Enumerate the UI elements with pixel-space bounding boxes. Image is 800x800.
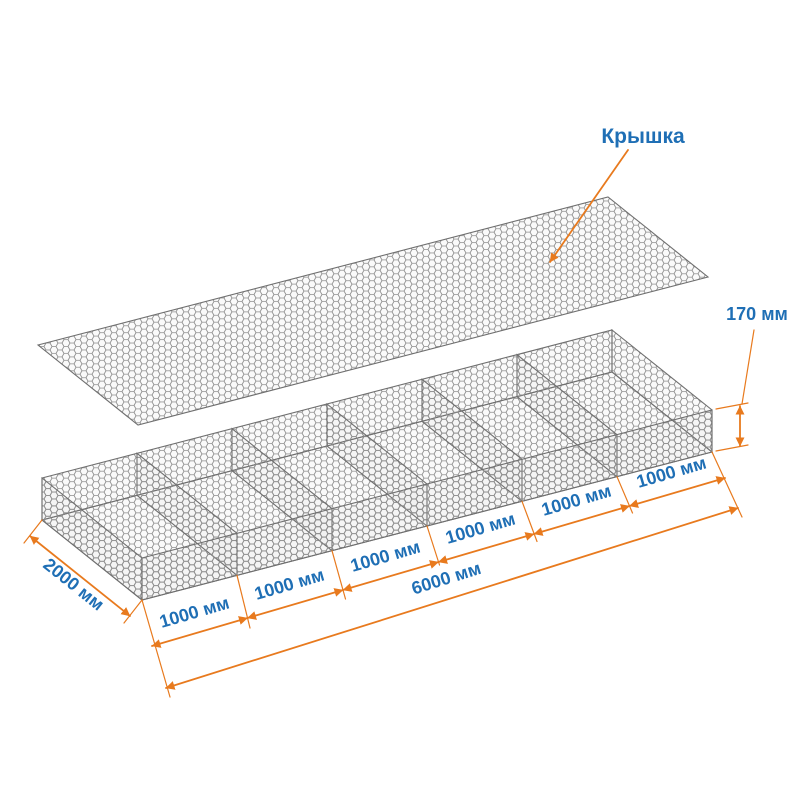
segment-extension-3 [426,525,441,566]
lid-group [36,196,710,426]
height-extension-bottom [715,444,749,452]
dimensions-group [23,149,755,698]
segment-extension-0 [141,599,171,698]
height-leader-line [741,329,755,405]
height-extension-top [715,402,749,410]
lid-label: Крышка [601,125,685,148]
segment-extension-6 [711,451,743,518]
length-dimension-arrow [165,506,739,690]
width-extension-a [23,519,43,544]
width-dimension-arrow [29,535,131,617]
lid-mesh-panel [36,196,710,426]
segment-dimension-arrow-6 [628,476,726,508]
width-extension-b [123,599,143,624]
lid-leader-arrow [549,149,629,263]
height-label: 170 мм [726,304,788,324]
